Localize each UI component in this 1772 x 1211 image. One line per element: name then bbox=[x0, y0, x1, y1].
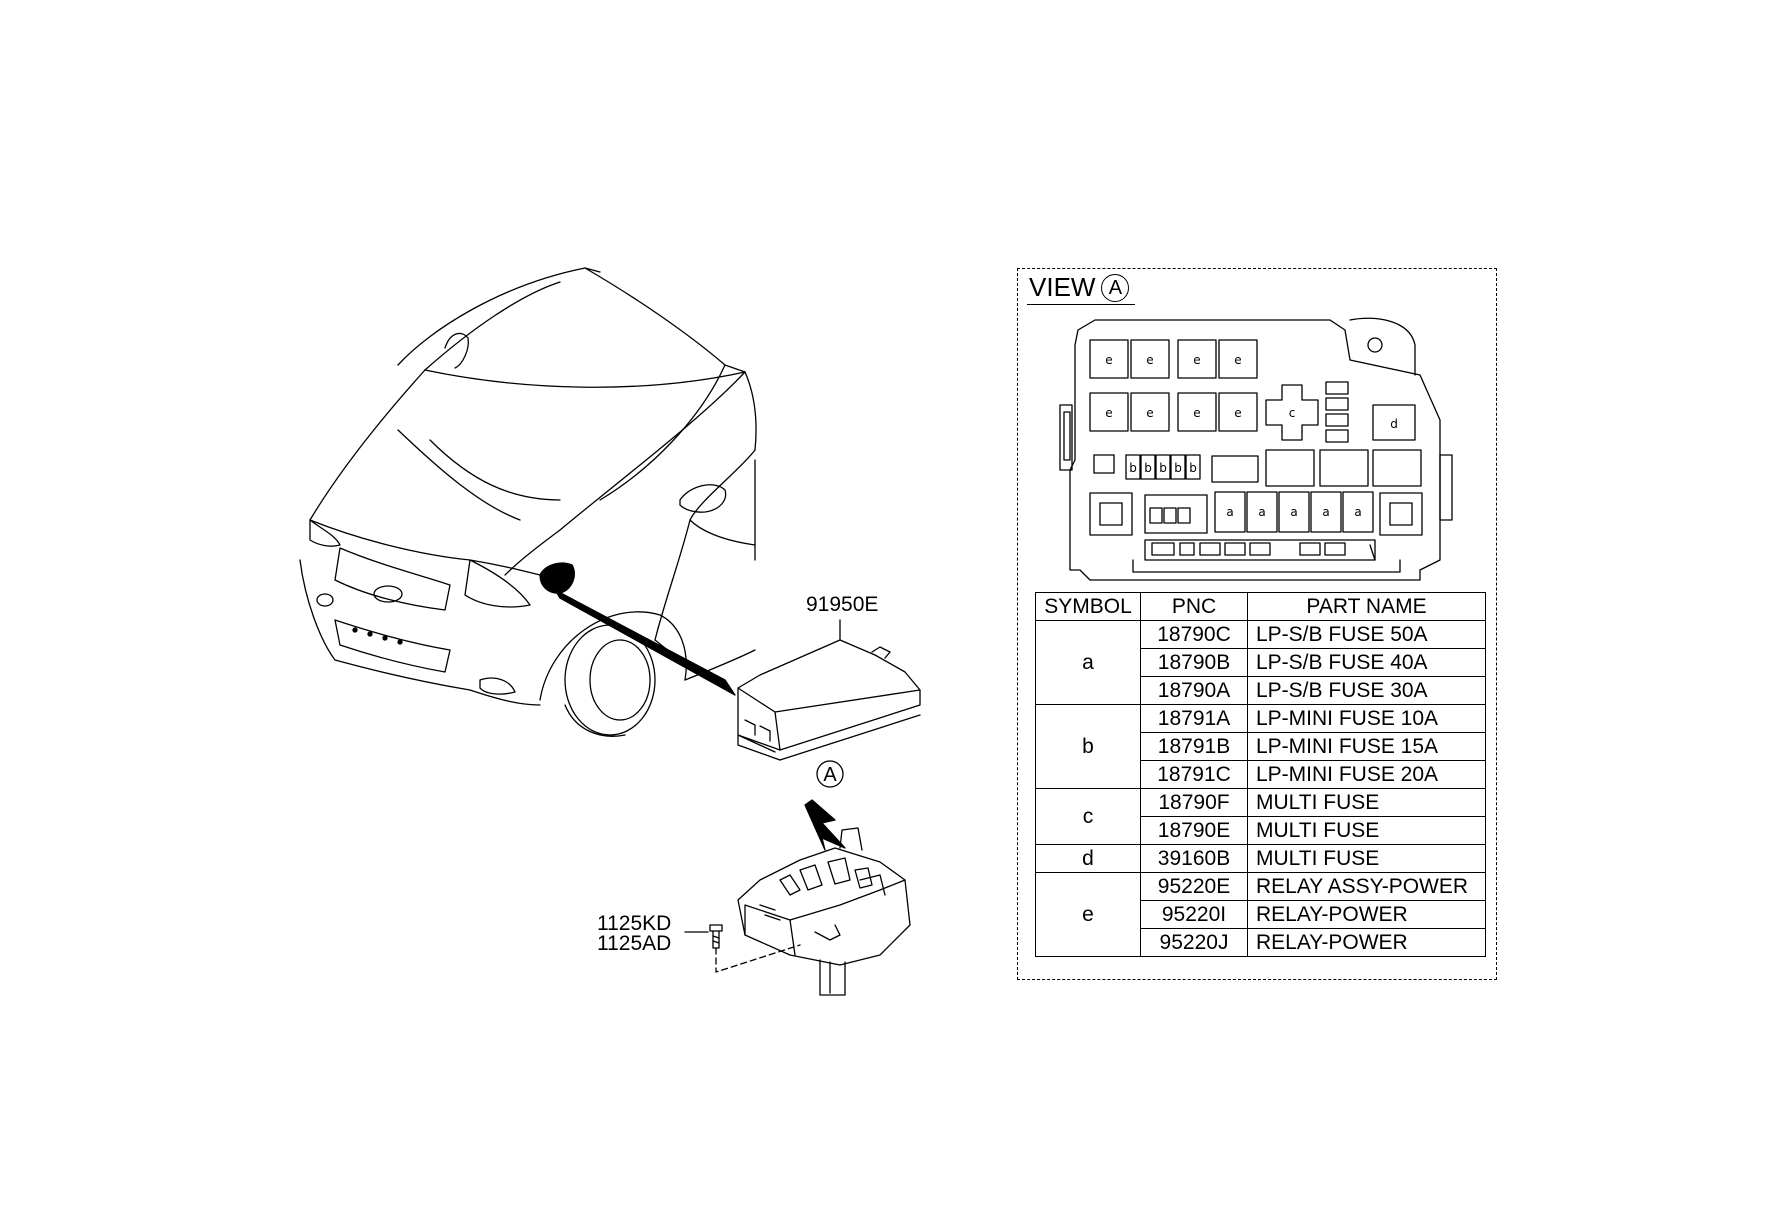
slot-relay-label: e bbox=[1105, 353, 1112, 367]
part-name-cell: MULTI FUSE bbox=[1247, 844, 1486, 873]
slot-relay-label: e bbox=[1193, 353, 1200, 367]
view-a-fuse-box bbox=[1059, 317, 1453, 581]
bolt-part-number-1: 1125KD bbox=[597, 912, 672, 935]
slot-relay-label: e bbox=[1234, 406, 1241, 420]
view-title-text: VIEW bbox=[1029, 272, 1096, 302]
slot-multi-d-label: d bbox=[1390, 417, 1398, 431]
slot-relay-label: e bbox=[1234, 353, 1241, 367]
slot-mini-label: b bbox=[1174, 461, 1182, 475]
slot-sb-label: a bbox=[1322, 505, 1329, 519]
parts-table: SYMBOL PNC PART NAME a 18790C LP-S/B FUS… bbox=[1035, 592, 1486, 957]
table-row: c 18790F MULTI FUSE bbox=[1035, 788, 1486, 845]
table-header-row: SYMBOL PNC PART NAME bbox=[1035, 592, 1486, 621]
slot-relay-label: e bbox=[1193, 406, 1200, 420]
pnc-cell: 18791C bbox=[1140, 760, 1248, 789]
part-name-cell: MULTI FUSE bbox=[1247, 816, 1486, 845]
pnc-cell: 95220I bbox=[1140, 900, 1248, 929]
pnc-cell: 18790C bbox=[1140, 620, 1248, 649]
slot-mini-label: b bbox=[1189, 461, 1197, 475]
symbol-cell: b bbox=[1035, 704, 1141, 789]
table-row: 18790E MULTI FUSE bbox=[1036, 816, 1486, 845]
slot-mini-label: b bbox=[1129, 461, 1137, 475]
part-name-cell: LP-MINI FUSE 20A bbox=[1247, 760, 1486, 789]
table-row: 95220I RELAY-POWER bbox=[1036, 900, 1486, 929]
view-arrow bbox=[804, 760, 846, 851]
symbol-cell: c bbox=[1035, 788, 1141, 845]
symbol-cell: e bbox=[1035, 872, 1141, 957]
table-row: d 39160B MULTI FUSE bbox=[1035, 844, 1486, 873]
slot-mini-label: b bbox=[1159, 461, 1167, 475]
part-name-cell: LP-MINI FUSE 10A bbox=[1247, 704, 1486, 733]
table-row: 18791C LP-MINI FUSE 20A bbox=[1036, 760, 1486, 789]
fuse-box-body bbox=[737, 827, 911, 996]
view-title-underline bbox=[1027, 304, 1135, 305]
table-row: 18791B LP-MINI FUSE 15A bbox=[1036, 732, 1486, 761]
pnc-cell: 95220J bbox=[1140, 928, 1248, 957]
slot-letters: e e e e e e e e c d b b b b b a a a a a bbox=[1105, 353, 1398, 519]
header-symbol: SYMBOL bbox=[1035, 592, 1141, 621]
car-illustration bbox=[299, 267, 757, 737]
view-marker: A bbox=[1101, 274, 1130, 302]
slot-relay-label: e bbox=[1146, 353, 1153, 367]
pnc-cell: 18790A bbox=[1140, 676, 1248, 705]
slot-sb-label: a bbox=[1354, 505, 1361, 519]
part-name-cell: LP-MINI FUSE 15A bbox=[1247, 732, 1486, 761]
table-row: 18790A LP-S/B FUSE 30A bbox=[1036, 676, 1486, 705]
table-row: 95220J RELAY-POWER bbox=[1036, 928, 1486, 957]
pnc-cell: 39160B bbox=[1140, 844, 1248, 873]
slot-sb-label: a bbox=[1258, 505, 1265, 519]
part-name-cell: LP-S/B FUSE 40A bbox=[1247, 648, 1486, 677]
slot-relay-label: e bbox=[1105, 406, 1112, 420]
slot-sb-label: a bbox=[1226, 505, 1233, 519]
header-part-name: PART NAME bbox=[1247, 592, 1486, 621]
slot-mini-label: b bbox=[1144, 461, 1152, 475]
part-name-cell: RELAY-POWER bbox=[1247, 900, 1486, 929]
part-name-cell: RELAY ASSY-POWER bbox=[1247, 872, 1486, 901]
pnc-cell: 95220E bbox=[1140, 872, 1248, 901]
bolt-part-number-2: 1125AD bbox=[597, 932, 672, 955]
cover-part-number: 91950E bbox=[806, 593, 879, 616]
view-a-frame bbox=[1017, 268, 1497, 980]
part-name-cell: RELAY-POWER bbox=[1247, 928, 1486, 957]
pnc-cell: 18791B bbox=[1140, 732, 1248, 761]
slot-relay-label: e bbox=[1146, 406, 1153, 420]
header-pnc: PNC bbox=[1140, 592, 1248, 621]
pnc-cell: 18791A bbox=[1140, 704, 1248, 733]
table-row: b 18791A LP-MINI FUSE 10A bbox=[1035, 704, 1486, 789]
part-name-cell: LP-S/B FUSE 50A bbox=[1247, 620, 1486, 649]
table-row: a 18790C LP-S/B FUSE 50A bbox=[1035, 620, 1486, 705]
pnc-cell: 18790F bbox=[1140, 788, 1248, 817]
pnc-cell: 18790B bbox=[1140, 648, 1248, 677]
pnc-cell: 18790E bbox=[1140, 816, 1248, 845]
bolt bbox=[684, 924, 801, 973]
part-name-cell: LP-S/B FUSE 30A bbox=[1247, 676, 1486, 705]
symbol-cell: a bbox=[1035, 620, 1141, 705]
fuse-box-cover bbox=[737, 619, 921, 761]
part-name-cell: MULTI FUSE bbox=[1247, 788, 1486, 817]
arrow-view-marker: A bbox=[823, 764, 837, 786]
slot-sb-label: a bbox=[1290, 505, 1297, 519]
symbol-cell: d bbox=[1035, 844, 1141, 873]
table-row: e 95220E RELAY ASSY-POWER bbox=[1035, 872, 1486, 957]
slot-multi-c-label: c bbox=[1289, 406, 1296, 420]
